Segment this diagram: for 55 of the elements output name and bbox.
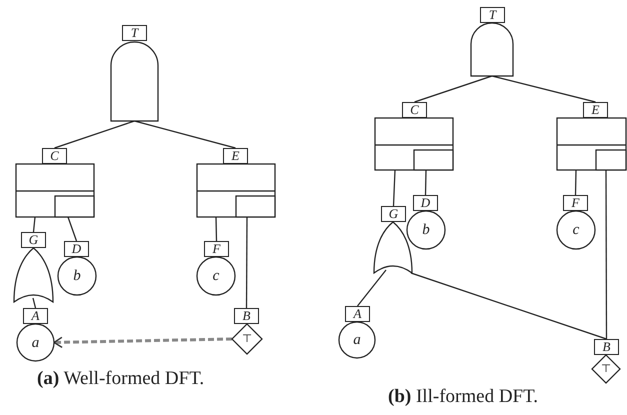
connector-line bbox=[246, 217, 248, 308]
connector-line bbox=[414, 75, 492, 103]
gate-label: C bbox=[402, 102, 427, 118]
connector-line bbox=[32, 298, 36, 308]
and-gate bbox=[111, 25, 158, 121]
gate-label: E bbox=[583, 102, 608, 118]
basic-event bbox=[339, 306, 375, 358]
or-gate bbox=[374, 206, 412, 273]
event-name: b bbox=[72, 268, 82, 284]
or-gate bbox=[14, 232, 53, 302]
constant-event bbox=[232, 308, 262, 354]
subfigure-caption: (a) Well-formed DFT. bbox=[37, 368, 204, 390]
spare-gate bbox=[16, 148, 94, 217]
connector-line bbox=[424, 170, 427, 196]
gate-label: F bbox=[204, 241, 229, 257]
true-symbol: ⊤ bbox=[600, 362, 612, 377]
connector-line bbox=[392, 170, 396, 206]
gate-label: D bbox=[413, 195, 438, 211]
constant-event bbox=[592, 339, 620, 383]
spare-gate bbox=[197, 148, 275, 217]
gate-label: E bbox=[223, 148, 248, 164]
gate-label: B bbox=[594, 339, 619, 355]
event-name: c bbox=[572, 222, 580, 238]
connector-line bbox=[605, 170, 608, 339]
basic-event bbox=[197, 241, 235, 295]
spare-gate bbox=[557, 102, 626, 170]
gate-label: G bbox=[381, 206, 406, 222]
gate-label: T bbox=[480, 7, 505, 23]
gate-label: F bbox=[563, 195, 588, 211]
basic-event bbox=[407, 195, 445, 249]
connector-line bbox=[54, 120, 135, 149]
event-name: b bbox=[421, 222, 431, 238]
connector-line bbox=[215, 216, 218, 242]
event-name: a bbox=[30, 334, 40, 350]
event-name: c bbox=[212, 268, 220, 284]
basic-event bbox=[58, 241, 96, 295]
dashed-arrow bbox=[53, 336, 232, 348]
subfigure-caption: (b) Ill-formed DFT. bbox=[388, 386, 538, 408]
connector-line bbox=[32, 216, 36, 232]
spare-gate bbox=[375, 102, 453, 170]
gate-label: A bbox=[23, 308, 48, 324]
basic-event bbox=[557, 195, 595, 249]
gate-label: T bbox=[122, 25, 147, 41]
connector-line bbox=[67, 216, 78, 242]
gate-label: G bbox=[21, 232, 46, 248]
true-symbol: ⊤ bbox=[240, 332, 254, 347]
gate-label: A bbox=[345, 306, 370, 322]
gate-label: B bbox=[234, 308, 259, 324]
basic-event bbox=[17, 308, 54, 361]
and-gate bbox=[471, 7, 513, 76]
event-name: a bbox=[352, 332, 362, 348]
gate-label: D bbox=[64, 241, 89, 257]
gate-label: C bbox=[42, 148, 67, 164]
connector-line bbox=[410, 272, 607, 340]
connector-line bbox=[574, 170, 577, 196]
